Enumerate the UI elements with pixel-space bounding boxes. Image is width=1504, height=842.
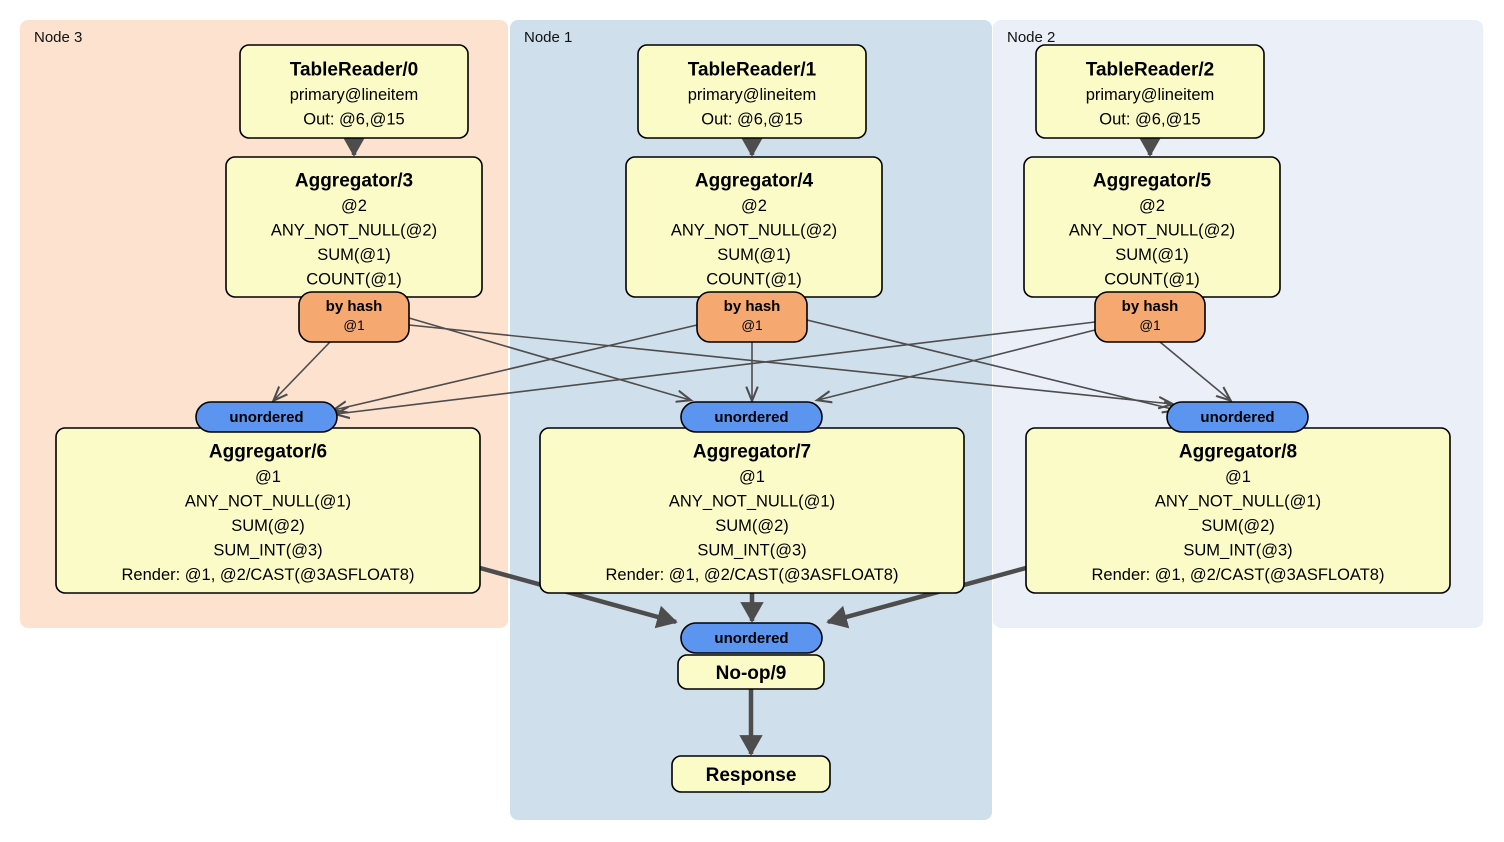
processor-detail-line: Out: @6,@15 <box>1099 110 1200 128</box>
output-router-hash4[interactable]: by hash @1 <box>696 291 808 343</box>
processor-detail-line: SUM(@2) <box>231 517 305 535</box>
unordered-pill[interactable] <box>680 622 823 654</box>
processor-detail-line: primary@lineitem <box>688 86 817 104</box>
processor-detail-line: Render: @1, @2/CAST(@3ASFLOAT8) <box>606 566 899 584</box>
processor-detail-line: @2 <box>341 197 367 215</box>
processor-box[interactable] <box>1035 44 1265 139</box>
by-hash-label: by hash <box>1122 298 1179 315</box>
processor-title: TableReader/0 <box>290 59 418 80</box>
processor-detail-line: primary@lineitem <box>1086 86 1215 104</box>
processor-detail-line: @2 <box>741 197 767 215</box>
unordered-pill[interactable] <box>195 401 338 433</box>
processor-box[interactable] <box>671 755 831 793</box>
by-hash-pill[interactable] <box>696 291 808 343</box>
unordered-pill[interactable] <box>680 401 823 433</box>
processor-detail-line: Render: @1, @2/CAST(@3ASFLOAT8) <box>1092 566 1385 584</box>
edge-hash4-to-unordered6 <box>334 324 698 410</box>
processor-title: Aggregator/7 <box>693 442 811 463</box>
processor-detail-line: ANY_NOT_NULL(@2) <box>271 221 437 239</box>
edges-layer <box>274 136 1230 756</box>
output-router-hash5[interactable]: by hash @1 <box>1094 291 1206 343</box>
processor-title: Aggregator/3 <box>295 170 413 191</box>
by-hash-column: @1 <box>343 318 364 333</box>
processor-title: TableReader/1 <box>688 59 817 80</box>
processor-title: Aggregator/5 <box>1093 170 1212 191</box>
processor-detail-line: SUM(@1) <box>317 246 391 264</box>
by-hash-label: by hash <box>326 298 383 315</box>
unordered-label: unordered <box>714 409 788 426</box>
panel-label: Node 1 <box>524 29 572 46</box>
processor-detail-line: ANY_NOT_NULL(@1) <box>185 493 351 511</box>
output-router-hash3[interactable]: by hash @1 <box>298 291 410 343</box>
processor-detail-line: @1 <box>1225 468 1251 486</box>
processor-detail-line: @1 <box>739 468 765 486</box>
edge-aggregator8-to-unordered9 <box>826 565 1027 629</box>
processor-detail-line: Out: @6,@15 <box>701 110 802 128</box>
processor-detail-line: SUM(@1) <box>717 246 791 264</box>
by-hash-column: @1 <box>741 318 762 333</box>
processor-detail-line: SUM_INT(@3) <box>213 542 322 560</box>
processor-title: TableReader/2 <box>1086 59 1214 80</box>
processor-detail-line: @2 <box>1139 197 1165 215</box>
processor-detail-line: ANY_NOT_NULL(@1) <box>1155 493 1321 511</box>
processor-noop9[interactable]: No-op/9 <box>677 654 825 690</box>
processor-detail-line: SUM_INT(@3) <box>1183 542 1292 560</box>
processor-title: Aggregator/8 <box>1179 442 1297 463</box>
processor-box[interactable] <box>677 654 825 690</box>
processor-detail-line: Out: @6,@15 <box>303 110 404 128</box>
input-sync-unordered6[interactable]: unordered <box>195 401 338 433</box>
processor-title: No-op/9 <box>716 663 787 684</box>
processor-response[interactable]: Response <box>671 755 831 793</box>
processor-detail-line: primary@lineitem <box>290 86 419 104</box>
by-hash-label: by hash <box>724 298 781 315</box>
processor-detail-line: SUM(@2) <box>1201 517 1275 535</box>
processor-detail-line: ANY_NOT_NULL(@2) <box>671 221 837 239</box>
by-hash-column: @1 <box>1139 318 1160 333</box>
processor-detail-line: SUM(@2) <box>715 517 789 535</box>
edge-hash5-to-unordered6 <box>336 321 1096 414</box>
unordered-label: unordered <box>714 630 788 647</box>
processor-title: Aggregator/6 <box>209 442 327 463</box>
input-sync-unordered8[interactable]: unordered <box>1166 401 1309 433</box>
processor-detail-line: SUM_INT(@3) <box>697 542 806 560</box>
input-sync-unordered9[interactable]: unordered <box>680 622 823 654</box>
processor-detail-line: COUNT(@1) <box>1104 270 1200 288</box>
by-hash-pill[interactable] <box>298 291 410 343</box>
edge-hash3-to-unordered8 <box>408 324 1172 404</box>
input-sync-unordered7[interactable]: unordered <box>680 401 823 433</box>
processor-detail-line: SUM(@1) <box>1115 246 1189 264</box>
edge-hash3-to-unordered6 <box>274 341 331 400</box>
edge-hash5-to-unordered8 <box>1159 341 1230 400</box>
processor-box[interactable] <box>239 44 469 139</box>
edge-hash5-to-unordered7 <box>818 329 1096 400</box>
processor-detail-line: ANY_NOT_NULL(@1) <box>669 493 835 511</box>
processor-box[interactable] <box>637 44 867 139</box>
unordered-pill[interactable] <box>1166 401 1309 433</box>
processor-detail-line: COUNT(@1) <box>706 270 802 288</box>
panel-label: Node 3 <box>34 29 82 46</box>
processor-title: Aggregator/4 <box>695 170 814 191</box>
processor-detail-line: ANY_NOT_NULL(@2) <box>1069 221 1235 239</box>
by-hash-pill[interactable] <box>1094 291 1206 343</box>
processor-title: Response <box>706 765 797 786</box>
processor-detail-line: COUNT(@1) <box>306 270 402 288</box>
processor-detail-line: Render: @1, @2/CAST(@3ASFLOAT8) <box>122 566 415 584</box>
processor-detail-line: @1 <box>255 468 281 486</box>
unordered-label: unordered <box>1200 409 1274 426</box>
unordered-label: unordered <box>229 409 303 426</box>
panel-label: Node 2 <box>1007 29 1055 46</box>
edge-hash4-to-unordered8 <box>806 319 1176 410</box>
edge-aggregator6-to-unordered9 <box>479 565 678 629</box>
